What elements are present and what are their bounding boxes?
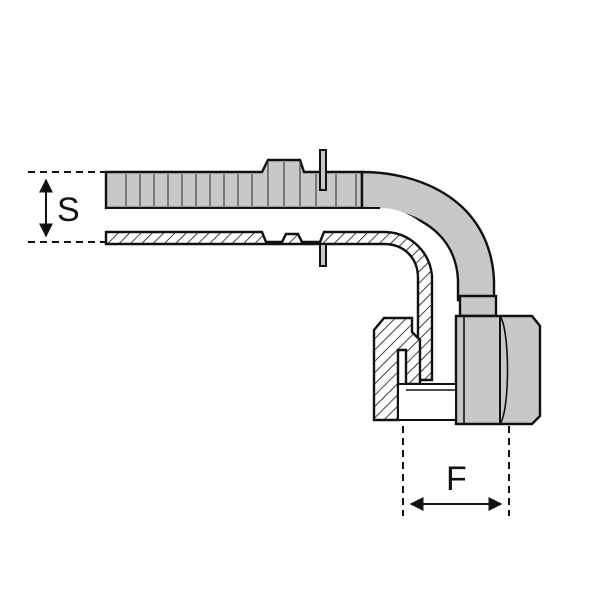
bore-channel [106, 208, 440, 380]
swivel-nut-section [372, 316, 422, 422]
dimension-f: F [402, 426, 510, 516]
hose-tail-section-wall [104, 230, 434, 382]
dimension-f-label: F [446, 460, 467, 498]
dimension-s-label: S [57, 191, 80, 229]
collar-pin-top [319, 149, 327, 191]
nut-neck [458, 294, 498, 318]
dimension-s: S [28, 171, 108, 243]
collar-pin-bottom [319, 243, 327, 267]
nut-hex-chamfer [499, 315, 509, 425]
hose-tail-exterior [104, 149, 364, 210]
swivel-nut-exterior [454, 294, 542, 426]
nut-hex-body [454, 314, 542, 426]
hose-tail-serrations [125, 162, 357, 206]
